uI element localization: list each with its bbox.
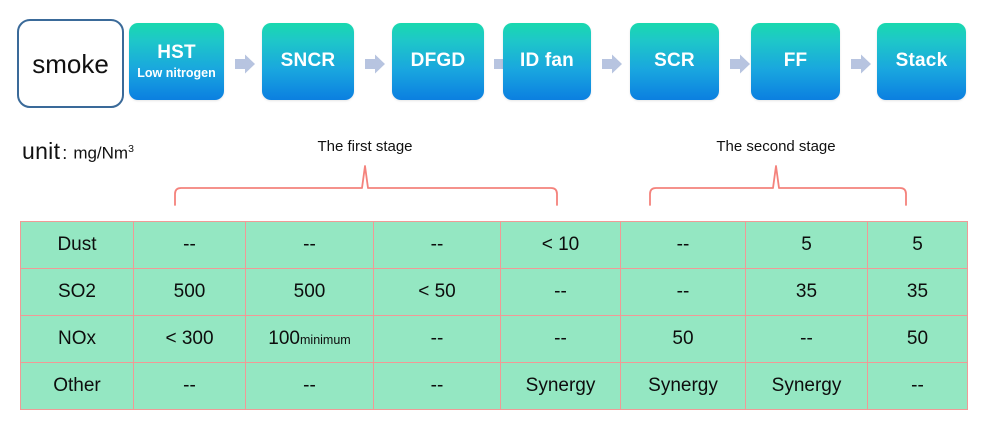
unit-value-base: mg/Nm [73,144,129,163]
right-arrow-icon [364,53,386,75]
flow-node-scr[interactable]: SCR [630,23,719,100]
cell-other-5: Synergy [620,362,746,410]
cell-nox-5: 50 [620,315,746,363]
flow-node-scr-label: SCR [654,50,695,72]
flow-node-sncr-label: SNCR [280,50,336,72]
unit-label: unit : mg/Nm3 [22,138,134,165]
unit-value: mg/Nm3 [73,143,134,164]
flow-node-hst[interactable]: HST Low nitrogen [129,23,224,100]
cell-dust-4: < 10 [500,221,621,269]
flow-node-ff[interactable]: FF [751,23,840,100]
cell-so2-6: 35 [745,268,868,316]
cell-dust-3: -- [373,221,501,269]
stage-label-second: The second stage [716,138,836,155]
flow-node-stack-label: Stack [895,50,948,72]
flow-node-idfan[interactable]: ID fan [503,23,591,100]
right-arrow-icon [234,53,256,75]
unit-word: unit [22,138,61,164]
flow-node-dfgd-label: DFGD [410,50,466,72]
cell-nox-4: -- [500,315,621,363]
cell-dust-2: -- [245,221,374,269]
cell-so2-4: -- [500,268,621,316]
cell-dust-6: 5 [745,221,868,269]
flow-node-hst-label: HST [157,41,196,63]
row-header-nox: NOx [20,315,134,363]
flow-node-sncr[interactable]: SNCR [262,23,354,100]
row-header-dust: Dust [20,221,134,269]
cell-value: 100 [268,327,300,349]
stage-bracket-first [172,164,560,206]
stage-bracket-second [647,164,909,206]
flow-node-smoke-label: smoke [32,48,109,79]
cell-other-7: -- [867,362,968,410]
flow-node-smoke[interactable]: smoke [17,19,124,108]
right-arrow-icon [850,53,872,75]
cell-so2-7: 35 [867,268,968,316]
cell-other-4: Synergy [500,362,621,410]
cell-nox-7: 50 [867,315,968,363]
cell-dust-7: 5 [867,221,968,269]
cell-note: minimum [300,332,351,347]
flow-node-idfan-label: ID fan [520,50,574,72]
right-arrow-icon [601,53,623,75]
cell-dust-5: -- [620,221,746,269]
cell-other-6: Synergy [745,362,868,410]
flow-node-ff-label: FF [783,50,808,72]
cell-so2-2: 500 [245,268,374,316]
unit-colon: : [62,143,68,163]
cell-other-2: -- [245,362,374,410]
cell-so2-5: -- [620,268,746,316]
flow-node-stack[interactable]: Stack [877,23,966,100]
flow-node-hst-sublabel: Low nitrogen [137,65,216,80]
cell-nox-3: -- [373,315,501,363]
row-header-other: Other [20,362,134,410]
unit-value-exponent: 3 [128,143,134,156]
cell-nox-1: < 300 [133,315,246,363]
cell-so2-1: 500 [133,268,246,316]
cell-dust-1: -- [133,221,246,269]
stage-label-first: The first stage [317,138,413,155]
cell-nox-6: -- [745,315,868,363]
cell-other-1: -- [133,362,246,410]
process-flow-diagram: smoke HST Low nitrogen SNCR DFGD ID fan … [0,0,988,118]
cell-so2-3: < 50 [373,268,501,316]
row-header-so2: SO2 [20,268,134,316]
cell-other-3: -- [373,362,501,410]
flow-node-dfgd[interactable]: DFGD [392,23,484,100]
right-arrow-icon [729,53,751,75]
cell-nox-2: 100minimum [245,315,374,363]
